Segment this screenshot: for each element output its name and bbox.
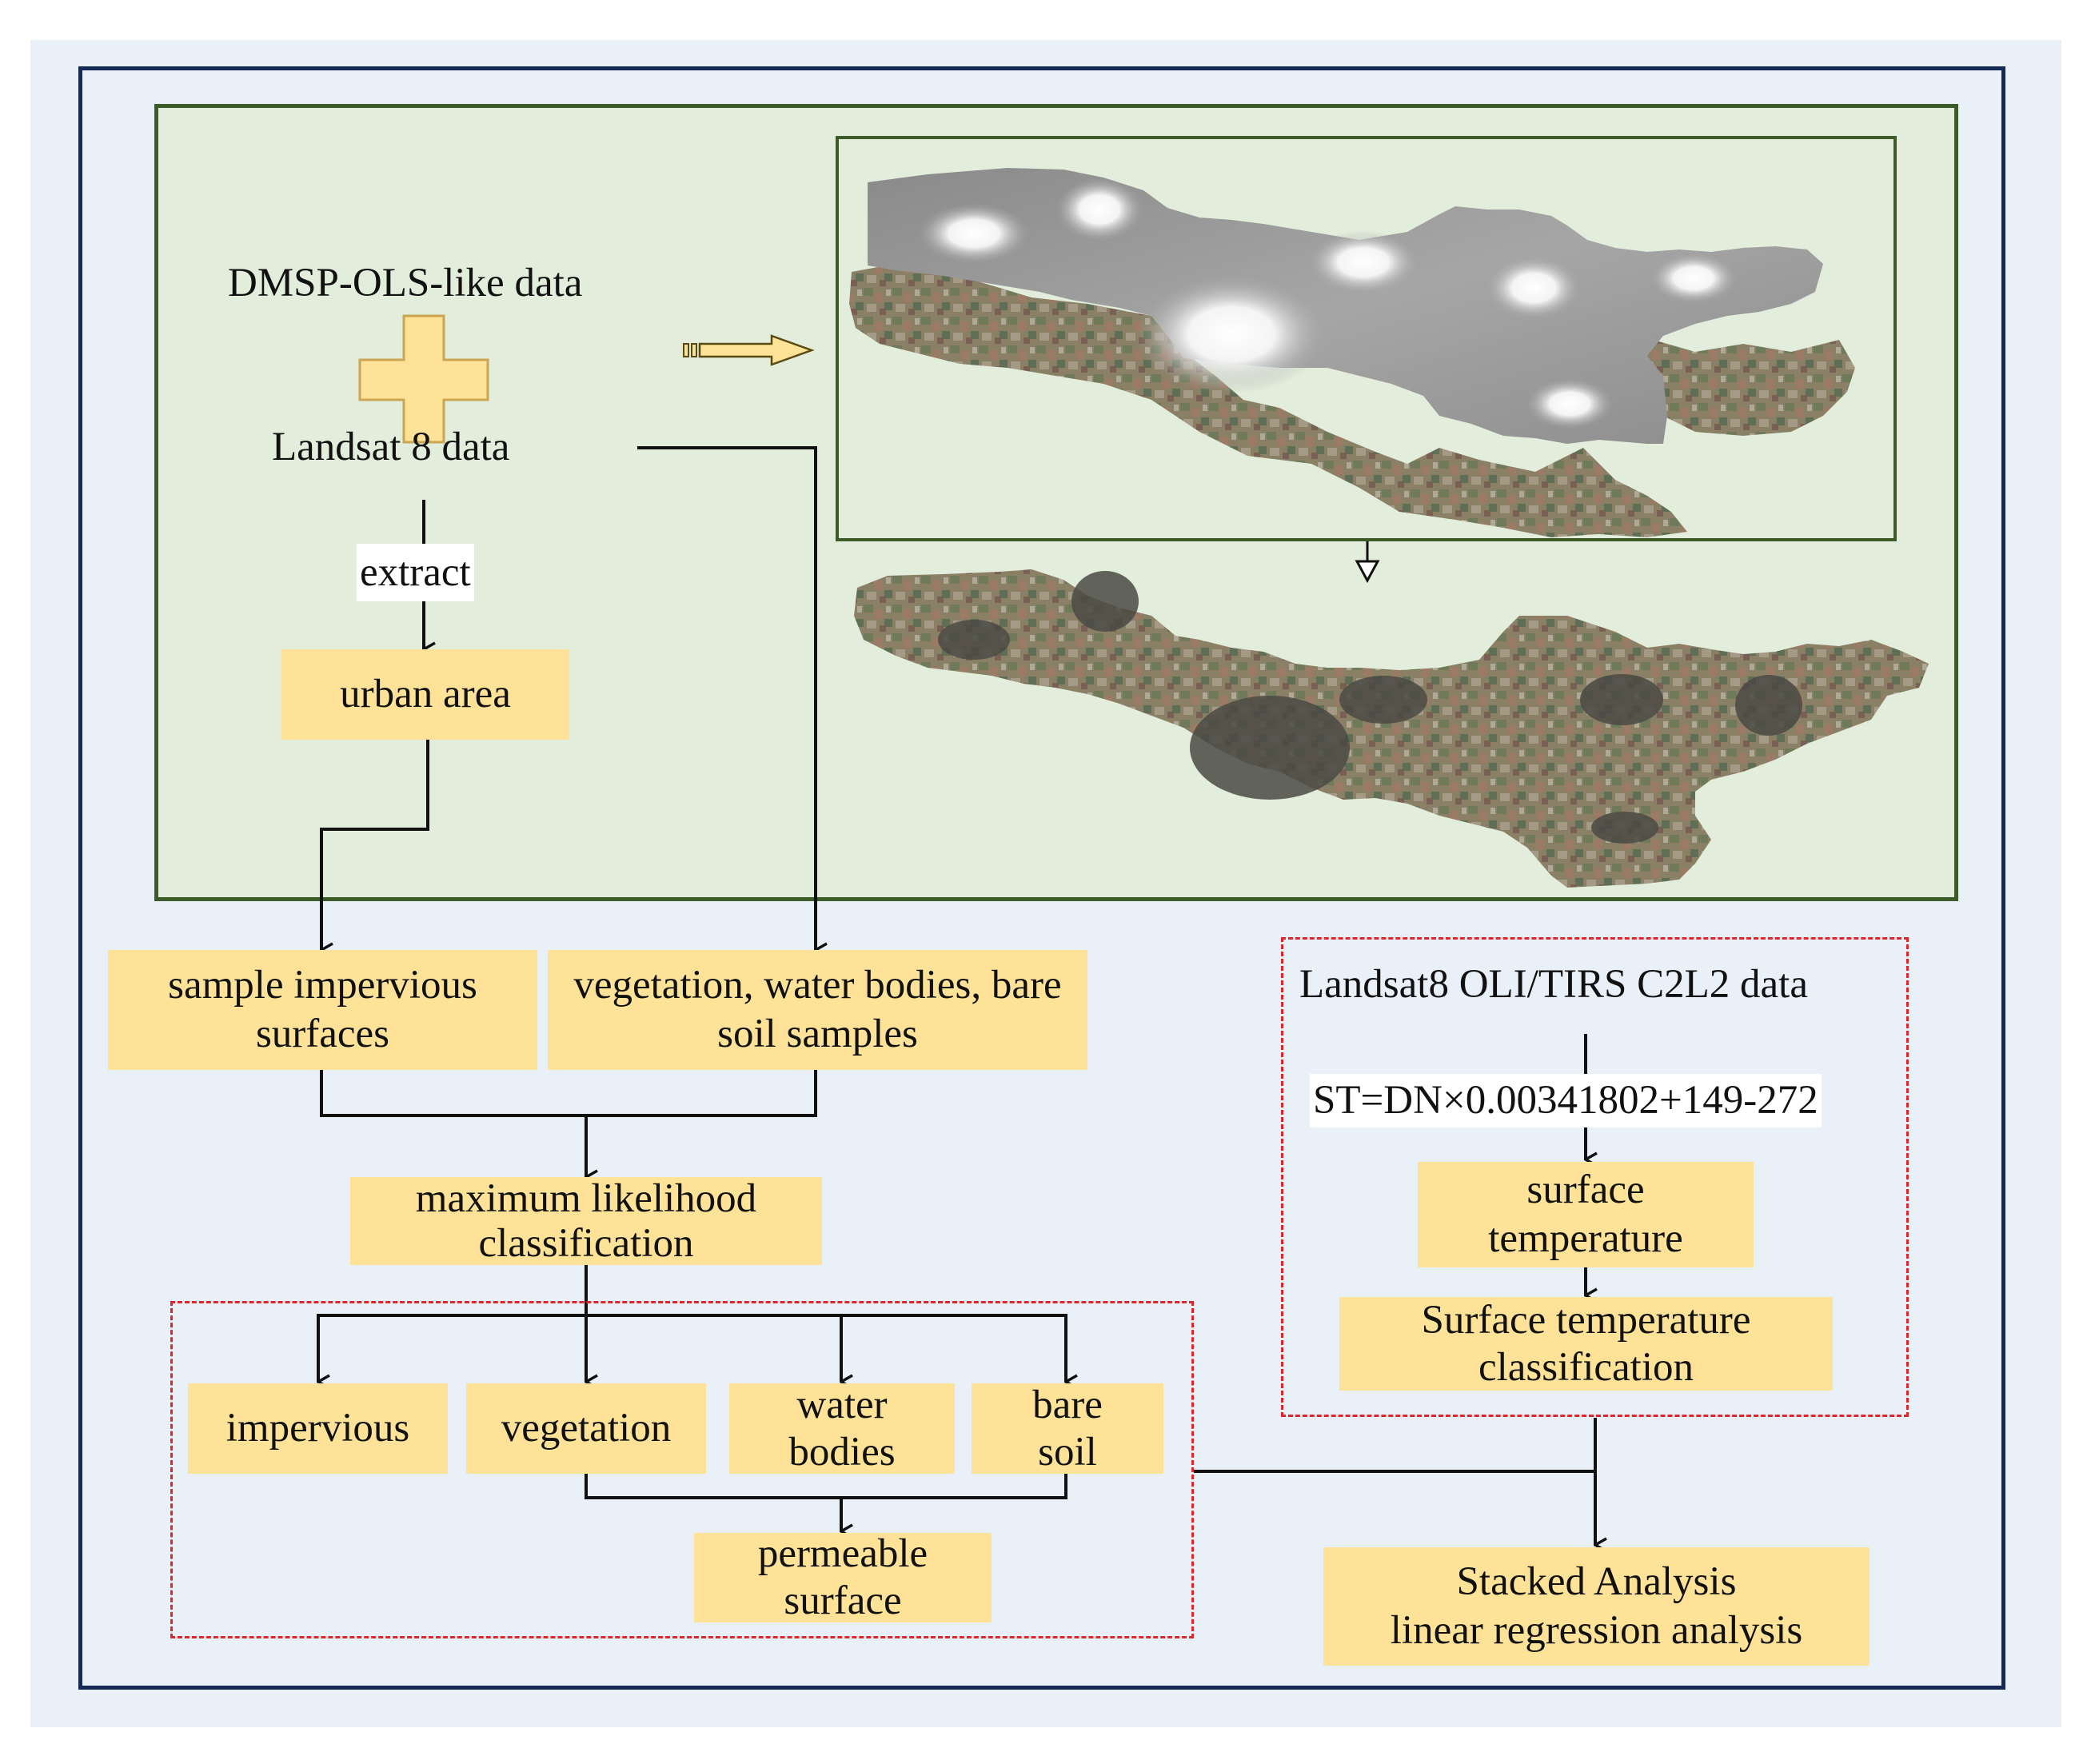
sample-impervious-label: sample impervious surfaces — [168, 962, 477, 1056]
impervious-label: impervious — [225, 1405, 410, 1451]
temperature-dashed-box — [1281, 937, 1909, 1417]
permeable-surface-box: permeable surface — [694, 1531, 992, 1623]
vegetation-samples-box: vegetation, water bodies, bare soil samp… — [548, 950, 1087, 1070]
surface-temperature-label: surface temperature — [1488, 1167, 1683, 1261]
mlc-label: maximum likelihood classification — [415, 1175, 757, 1266]
impervious-box: impervious — [188, 1383, 448, 1474]
surface-temperature-box: surface temperature — [1418, 1162, 1754, 1267]
urban-area-box: urban area — [281, 649, 569, 740]
map-frame — [836, 136, 1897, 541]
water-bodies-label: water bodies — [788, 1382, 896, 1475]
plus-icon — [358, 314, 489, 444]
extract-label: extract — [357, 544, 474, 601]
landsat-c2l2-label: Landsat8 OLI/TIRS C2L2 data — [1299, 962, 1808, 1007]
vegetation-box: vegetation — [466, 1383, 706, 1474]
water-bodies-box: water bodies — [729, 1382, 955, 1475]
map-lower-terrain — [854, 569, 1929, 888]
outer-frame — [78, 66, 2005, 1690]
stacked-analysis-label: Stacked Analysis — [1456, 1558, 1737, 1604]
map-down-arrow-icon — [1355, 541, 1380, 584]
temperature-classification-box: Surface temperature classification — [1339, 1297, 1833, 1391]
permeable-surface-label: permeable surface — [757, 1531, 928, 1623]
vegetation-label: vegetation — [501, 1405, 672, 1451]
urban-area-label: urban area — [340, 671, 511, 716]
bare-soil-label: bare soil — [1032, 1382, 1103, 1475]
mlc-box: maximum likelihood classification — [350, 1175, 822, 1266]
temperature-classification-label: Surface temperature classification — [1421, 1297, 1751, 1390]
arrow-to-map-icon — [683, 334, 815, 366]
connector-samples-merge — [320, 1070, 817, 1117]
dmsp-label: DMSP-OLS-like data — [228, 261, 583, 305]
connector-landsat-vegetation-samples — [637, 446, 816, 950]
map-upper-terrain — [849, 264, 1687, 537]
sample-impervious-box: sample impervious surfaces — [108, 950, 537, 1070]
vegetation-samples-label: vegetation, water bodies, bare soil samp… — [573, 962, 1062, 1056]
connector-urban-samples — [320, 740, 429, 950]
linear-regression-label: linear regression analysis — [1390, 1608, 1803, 1653]
connector-to-permeable — [585, 1474, 1067, 1499]
stacked-analysis-box: Stacked Analysis linear regression analy… — [1323, 1547, 1870, 1666]
landsat-label: Landsat 8 data — [272, 425, 510, 469]
st-formula-label: ST=DN×0.00341802+149-272 — [1310, 1074, 1822, 1127]
bare-soil-box: bare soil — [972, 1382, 1163, 1475]
class-results-dashed-box — [170, 1301, 1194, 1638]
